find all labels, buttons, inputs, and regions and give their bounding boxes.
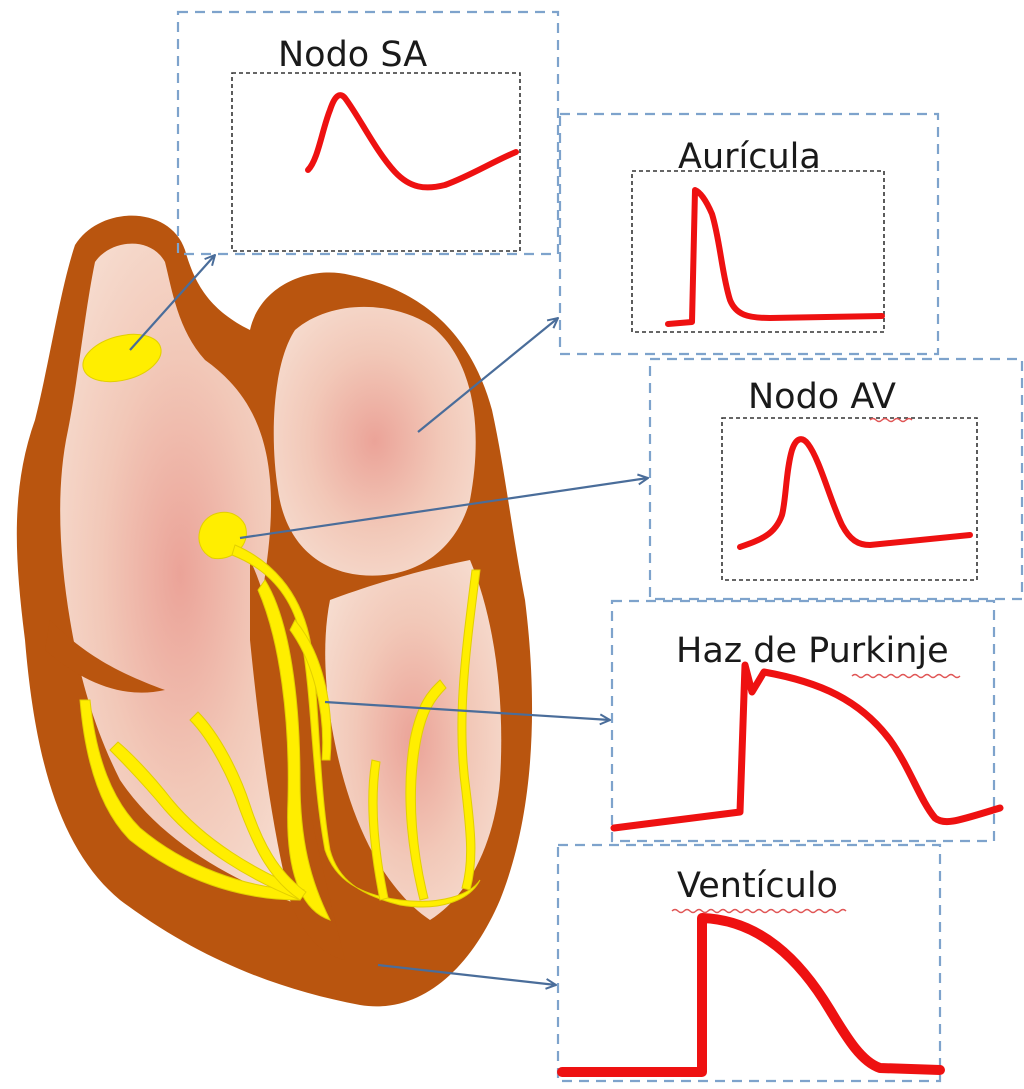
left-atrium-chamber xyxy=(274,307,476,576)
panel-atrium: Aurícula xyxy=(560,114,938,354)
panel-av-node-plot-frame xyxy=(722,418,977,580)
label-sa-node: Nodo SA xyxy=(278,35,427,75)
ventricle-action-potential-trace xyxy=(562,918,940,1072)
av-node-spellcheck-underline xyxy=(870,419,912,422)
heart xyxy=(17,216,532,1007)
panel-atrium-plot-frame xyxy=(632,171,884,332)
av-node-action-potential-trace xyxy=(740,439,970,547)
label-atrium: Aurícula xyxy=(678,137,821,177)
label-ventricle: Ventículo xyxy=(677,866,838,906)
label-purkinje: Haz de Purkinje xyxy=(676,631,949,671)
purkinje-action-potential-trace xyxy=(614,665,1000,828)
panel-sa-node: Nodo SA xyxy=(178,12,558,254)
label-av-node: Nodo AV xyxy=(748,377,896,417)
purkinje-spellcheck-underline xyxy=(852,675,960,678)
panel-sa-node-plot-frame xyxy=(232,73,520,251)
panel-ventricle: Ventículo xyxy=(558,845,940,1081)
panel-purkinje: Haz de Purkinje xyxy=(612,601,1000,841)
panel-av-node: Nodo AV xyxy=(650,359,1022,599)
atrium-action-potential-trace xyxy=(668,190,882,324)
sa-node-action-potential-trace xyxy=(308,95,516,187)
ventricle-spellcheck-underline xyxy=(672,910,846,913)
